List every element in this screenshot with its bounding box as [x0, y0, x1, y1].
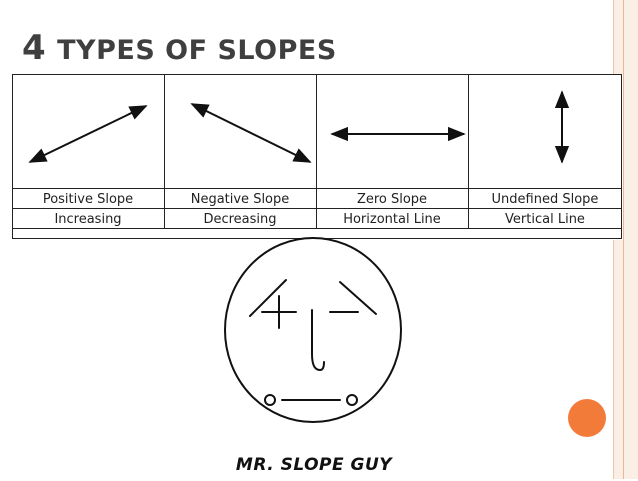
- slope-types-table: Positive Slope Negative Slope Zero Slope…: [12, 74, 623, 240]
- slope-description-negative: Decreasing: [203, 212, 276, 227]
- slope-name-negative: Negative Slope: [191, 192, 290, 207]
- decorative-orange-circle: [568, 399, 606, 437]
- slide-title-number: 4: [22, 28, 47, 68]
- right-eyebrow-negative-slope: [339, 281, 377, 315]
- drawing-caption: MR. SLOPE GUY: [236, 455, 393, 475]
- face-outline: [224, 237, 402, 423]
- slide-frame-line: [623, 0, 624, 479]
- left-eyebrow-positive-slope: [249, 279, 287, 317]
- mr-slope-guy-drawing: MR. SLOPE GUY: [216, 236, 412, 476]
- slope-description-positive: Increasing: [54, 212, 121, 227]
- right-dimple: [346, 394, 358, 406]
- slide-title: 4 TYPES OF SLOPES: [22, 28, 337, 71]
- slope-types-table-graphic: Positive Slope Negative Slope Zero Slope…: [12, 74, 622, 239]
- slope-description-undefined: Vertical Line: [505, 212, 585, 227]
- slide-title-text: TYPES OF SLOPES: [57, 35, 337, 66]
- slope-name-zero: Zero Slope: [357, 192, 427, 207]
- left-dimple: [264, 394, 276, 406]
- positive-slope-arrow-icon: [28, 105, 148, 163]
- slope-name-undefined: Undefined Slope: [492, 192, 599, 207]
- slope-name-positive: Positive Slope: [43, 192, 133, 207]
- slope-description-zero: Horizontal Line: [343, 212, 441, 227]
- nose-undefined-slope: [311, 309, 325, 372]
- mr-slope-guy-face-icon: MR. SLOPE GUY: [224, 237, 402, 475]
- negative-slope-arrow-icon: [190, 103, 312, 163]
